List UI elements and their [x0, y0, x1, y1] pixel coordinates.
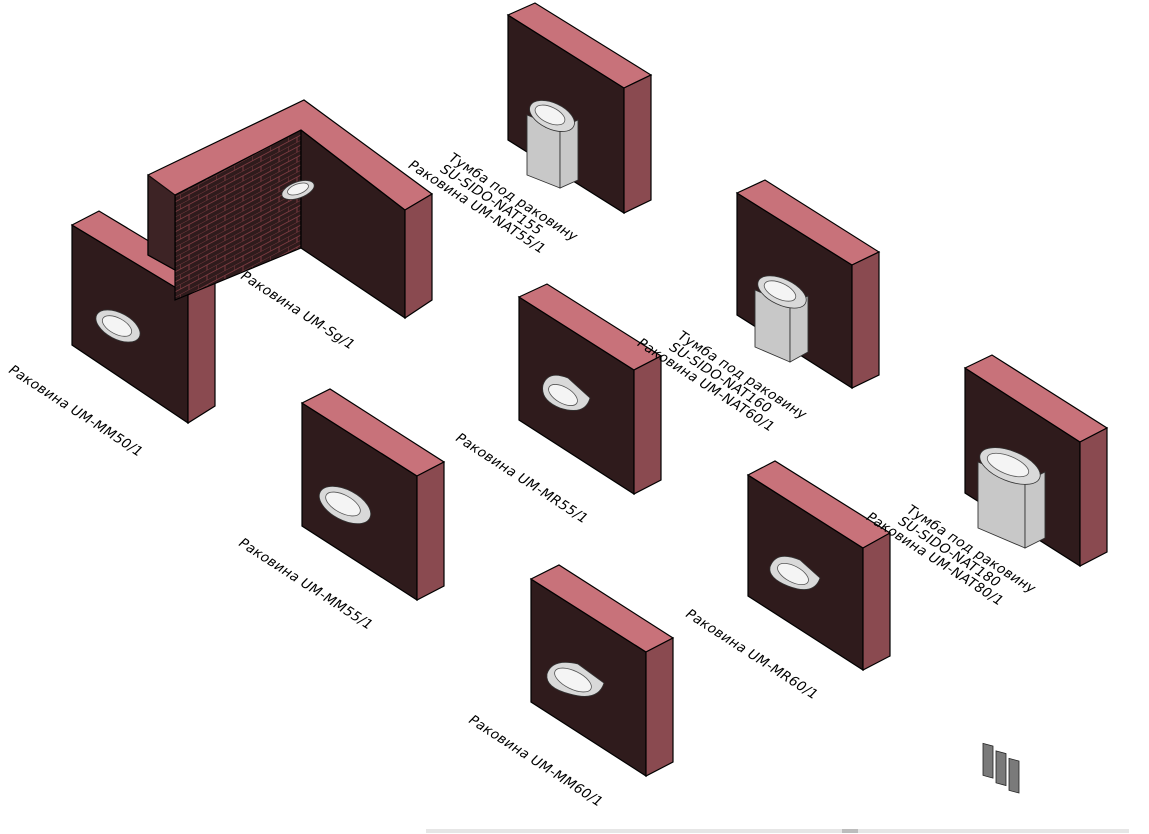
wall-nat80	[963, 354, 1109, 794]
sink-um-mm60	[546, 661, 605, 697]
wall-um-mm55	[300, 388, 446, 602]
cabinet-nat180	[977, 447, 1046, 794]
sink-um-mr60	[769, 555, 821, 590]
sink-um-mm50	[95, 309, 141, 343]
wall-um-mr60	[746, 460, 892, 672]
horizontal-scrollbar[interactable]	[426, 829, 1129, 833]
wall-um-mm50	[70, 210, 217, 425]
label-um-sg-text: Раковина UM-Sg/1	[238, 268, 358, 354]
sink-um-mm55	[318, 485, 372, 525]
wall-nat60	[735, 179, 881, 593]
wall-um-mr55	[517, 283, 663, 496]
cabinet-nat160	[754, 275, 809, 593]
wall-um-mm60	[529, 564, 675, 778]
horizontal-scrollbar-thumb[interactable]	[842, 829, 858, 833]
corner-walls-um-sg	[147, 99, 434, 320]
sink-um-mr55	[542, 374, 591, 411]
label-um-sg: Раковина UM-Sg/1	[238, 268, 358, 354]
sink-um-sg	[281, 180, 315, 200]
